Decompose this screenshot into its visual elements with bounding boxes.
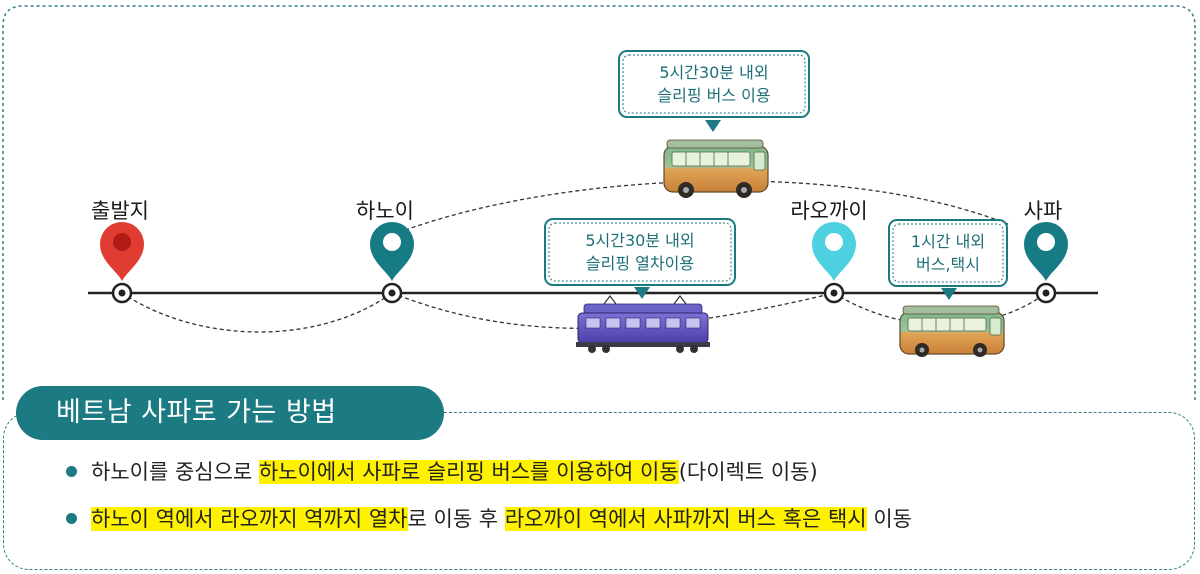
- callout-train: 5시간30분 내외 슬리핑 열차이용: [544, 218, 736, 299]
- callout-bus-top-line2: 슬리핑 버스 이용: [657, 86, 770, 105]
- callout-bus-sapa: 1시간 내외 버스,택시: [888, 219, 1008, 300]
- location-pin-icon: [100, 222, 144, 281]
- stop-label-hanoi: 하노이: [356, 199, 414, 223]
- bus-icon: [899, 305, 1005, 357]
- location-pin-icon: [370, 222, 414, 281]
- bullet-2-highlight-1: 하노이 역에서 라오까지 역까지 열차: [91, 507, 408, 531]
- callout-bus-top-line1: 5시간30분 내외: [659, 63, 768, 82]
- callout-bus-sapa-line2: 버스,택시: [916, 255, 980, 274]
- stop-node: [111, 282, 133, 304]
- bullet-1-highlight-1: 하노이에서 사파로 슬리핑 버스를 이용하여 이동: [258, 460, 679, 484]
- train-icon: [576, 295, 710, 353]
- stop-label-origin: 출발지: [91, 199, 149, 223]
- bullet-dot: [66, 512, 77, 524]
- stop-node: [1035, 282, 1057, 304]
- stop-label-sapa: 사파: [1024, 199, 1063, 223]
- bullet-1-plain-2: (다이렉트 이동): [678, 460, 818, 484]
- bus-icon: [663, 139, 769, 198]
- route-hanoi-laocai-train: [391, 292, 835, 329]
- bullet-2-highlight-2: 라오까이 역에서 사파까지 버스 혹은 택시: [504, 507, 867, 531]
- location-pin-icon: [812, 222, 856, 281]
- bullet-item-1: 하노이를 중심으로 하노이에서 사파로 슬리핑 버스를 이용하여 이동(다이렉트…: [66, 456, 818, 486]
- callout-train-line1: 5시간30분 내외: [585, 231, 694, 250]
- stop-node: [823, 282, 845, 304]
- section-title: 베트남 사파로 가는 방법: [16, 386, 444, 440]
- bullet-1-plain-1: 하노이를 중심으로: [91, 460, 259, 484]
- bullet-dot: [66, 465, 77, 477]
- callout-bus-top: 5시간30분 내외 슬리핑 버스 이용: [618, 50, 810, 132]
- stop-node: [381, 282, 403, 304]
- bullet-2-plain-2: 이동: [866, 507, 912, 531]
- callout-bus-sapa-line1: 1시간 내외: [911, 232, 985, 251]
- bullet-2-plain-1: 로 이동 후: [407, 507, 505, 531]
- location-pin-icon: [1024, 222, 1068, 281]
- info-panel: [3, 412, 1195, 570]
- route-origin-hanoi: [121, 292, 393, 333]
- stop-label-laocai: 라오까이: [790, 199, 867, 223]
- bullet-item-2: 하노이 역에서 라오까지 역까지 열차로 이동 후 라오까이 역에서 사파까지 …: [66, 503, 912, 533]
- callout-train-line2: 슬리핑 열차이용: [586, 254, 694, 273]
